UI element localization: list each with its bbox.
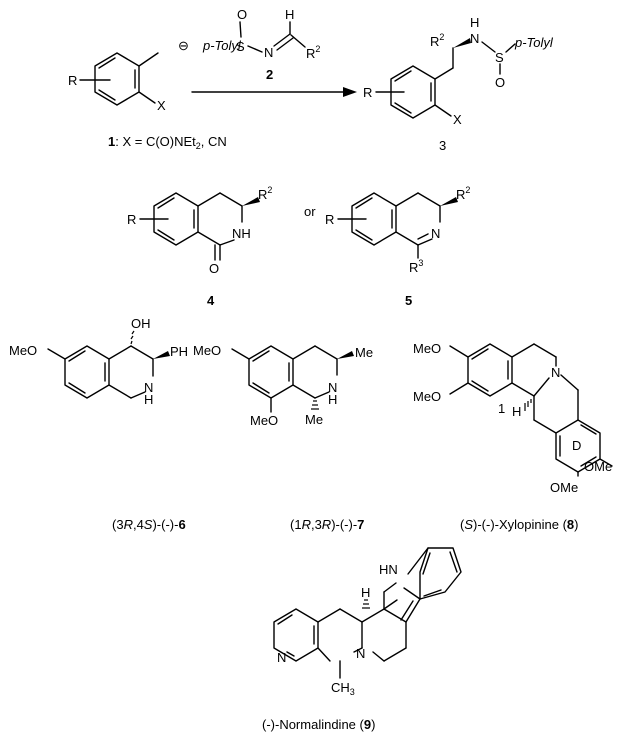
compound-8-caption: (S)-(-)-Xylopinine (8) [460, 517, 579, 532]
compound-9-structure: HN N N H CH3 [273, 547, 462, 697]
atom-nh: NH [232, 226, 251, 241]
atom-r2: R2 [430, 32, 444, 49]
atom-meo-bottom: MeO [250, 413, 278, 428]
atom-ch3: CH3 [331, 680, 355, 697]
atom-h: H [144, 392, 153, 407]
position-1-label: 1 [498, 401, 505, 416]
compound-7-caption: (1R,3R)-(-)-7 [290, 517, 364, 532]
atom-n: N [356, 646, 365, 661]
reagent-2-label: 2 [266, 67, 273, 82]
compound-3-structure: R X R2 H N S O p-Tolyl [363, 15, 554, 127]
atom-meo-bottom: MeO [413, 389, 441, 404]
atom-nh-h: H [470, 15, 479, 30]
atom-r2: R2 [306, 44, 320, 61]
atom-ptolyl-left: p-Tolyl [202, 38, 242, 53]
atom-n: N [328, 380, 337, 395]
reaction-arrow [191, 87, 357, 97]
atom-ph: PH [170, 344, 188, 359]
atom-n: N [264, 45, 273, 60]
atom-r: R [68, 73, 77, 88]
atom-r: R [325, 212, 334, 227]
atom-n: N [144, 380, 153, 395]
compound-3-label: 3 [439, 138, 446, 153]
atom-h: H [285, 7, 294, 22]
atom-meo-top: MeO [193, 343, 221, 358]
compound-6-structure: MeO OH PH N H [9, 316, 188, 407]
atom-s: S [236, 39, 245, 54]
atom-n: N [551, 365, 560, 380]
compound-4-structure: R NH O R2 [127, 185, 272, 276]
atom-n: N [431, 226, 440, 241]
compound-5-structure: R N R2 R3 [325, 185, 470, 275]
atom-n-pyridine: N [277, 650, 286, 665]
reagent-2-structure: O p-Tolyl S N H R2 [202, 7, 320, 61]
atom-nh-n: N [470, 31, 479, 46]
atom-r2: R2 [456, 185, 470, 202]
atom-ptolyl-right: p-Tolyl [514, 35, 554, 50]
atom-o: O [237, 7, 247, 22]
atom-ome-right: OMe [584, 459, 612, 474]
atom-r3: R3 [409, 258, 423, 275]
compound-1-structure: R X ⊖ [68, 38, 189, 113]
atom-ome-bottom: OMe [550, 480, 578, 495]
compound-5-label: 5 [405, 293, 412, 308]
or-text: or [304, 204, 316, 219]
atom-oh: OH [131, 316, 151, 331]
ring-d-label: D [572, 438, 581, 453]
atom-r2: R2 [258, 185, 272, 202]
compound-4-label: 4 [207, 293, 215, 308]
atom-meo-top: MeO [413, 341, 441, 356]
compound-9-caption: (-)-Normalindine (9) [262, 717, 375, 732]
anion-charge-icon: ⊖ [178, 38, 189, 53]
atom-r: R [127, 212, 136, 227]
compound-7-structure: MeO MeO Me Me N H [193, 343, 373, 428]
atom-meo: MeO [9, 343, 37, 358]
atom-s: S [495, 50, 504, 65]
atom-o: O [209, 261, 219, 276]
atom-hn: HN [379, 562, 398, 577]
atom-r: R [363, 85, 372, 100]
atom-x: X [157, 98, 166, 113]
compound-6-caption: (3R,4S)-(-)-6 [112, 517, 186, 532]
atom-h: H [512, 404, 521, 419]
atom-h: H [361, 585, 370, 600]
atom-h: H [328, 392, 337, 407]
atom-x: X [453, 112, 462, 127]
compound-1-caption: 1: X = C(O)NEt2, CN [108, 134, 227, 151]
atom-me-bottom: Me [305, 412, 323, 427]
atom-o: O [495, 75, 505, 90]
compound-8-structure: MeO MeO OMe OMe N H 1 D [413, 341, 613, 495]
atom-me-top: Me [355, 345, 373, 360]
